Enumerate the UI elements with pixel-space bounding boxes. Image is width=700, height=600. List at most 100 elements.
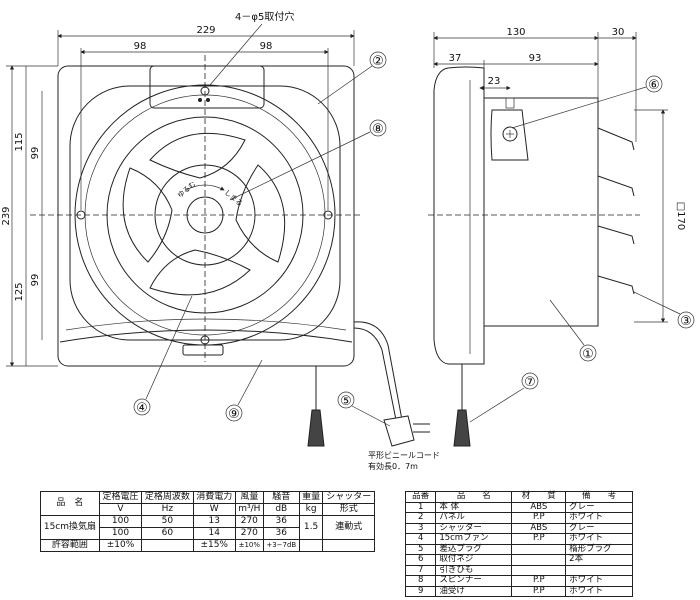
dim-depth-flange: 30 [612,27,625,38]
parts-cell: 油受け [435,585,513,597]
parts-cell: ABS [511,522,567,534]
spec-tol-weight [298,539,324,552]
callout-9: ⑨ [228,407,240,422]
dim-width-left: 98 [134,41,147,52]
parts-cell [511,543,567,555]
parts-cell: 本 体 [435,501,513,513]
spec-table: 品 名 定格電圧 定格周波数 消費電力 風量 騒音 重量 シャッター V Hz … [40,491,375,552]
fan-blades [122,132,286,296]
parts-cell: 8 [404,575,437,587]
svg-text:ゆるむ: ゆるむ [176,180,197,200]
dim-depth-rear: 93 [529,53,542,64]
dim-width-total: 229 [196,25,215,36]
plug [383,415,415,447]
parts-cell: P.P [511,575,567,587]
mount-screw [502,126,518,142]
parts-cell: 2 [404,512,437,524]
side-pull-knob [453,409,471,447]
parts-cell: 4 [404,533,437,545]
side-view: 130 30 37 93 23 □170 [428,27,686,447]
spec-cell: 36 [262,515,300,528]
cord-note-line1: 平形ビニールコード [368,451,440,460]
spec-cell: 100 [98,515,143,528]
parts-cell: 取付ネジ [435,554,513,566]
parts-header-remarks: 備 考 [565,491,633,503]
dim-inner-lower: 99 [30,274,41,287]
spec-cell: 270 [234,527,264,540]
parts-cell: 2本 [565,554,633,566]
parts-cell: ABS [511,501,567,513]
parts-cell [511,564,567,576]
callout-7: ⑦ [524,375,536,390]
dim-height-total: 239 [1,206,12,225]
parts-cell: 1 [404,501,437,513]
parts-cell: グレー [565,501,633,513]
callout-6: ⑥ [648,78,660,93]
dim-height-upper: 115 [14,132,25,151]
side-panel-profile [433,66,485,365]
dim-depth-front: 37 [449,53,462,64]
spec-cell: 13 [192,515,236,528]
front-view: ゆるむ しまる 229 98 98 4－φ5取付穴 239 115 [1,10,430,447]
callout-3: ③ [680,314,692,329]
callout-5: ⑤ [340,394,352,409]
spec-header-voltage: 定格電圧 [98,491,143,504]
parts-cell [511,554,567,566]
cord-note-line2: 有効長0．7m [368,461,418,471]
parts-cell: 引きひも [435,564,513,576]
parts-cell: P.P [511,533,567,545]
spec-header-shutter: シャッター [322,491,375,504]
callout-2: ② [372,54,384,69]
spec-header-flow: 風量 [234,491,264,504]
top-cover [149,65,265,109]
spec-unit-db: dB [262,503,300,516]
spec-cell: 50 [141,515,194,528]
parts-header-name: 品 名 [435,491,513,503]
dim-height-lower: 125 [14,282,25,301]
spec-tol-power: ±15% [192,539,236,552]
parts-cell: 5 [404,543,437,555]
parts-cell: 楕形プラグ [565,543,633,555]
parts-cell: パネル [435,512,513,524]
spec-unit-hz: Hz [141,503,194,516]
spec-unit-flow: m³/H [234,503,264,516]
spec-unit-type: 形式 [322,503,375,516]
oil-tray-edge [59,329,353,343]
parts-cell: ホワイト [565,575,633,587]
spec-cell: 270 [234,515,264,528]
spec-header-weight: 重量 [298,491,324,504]
pull-tab [182,344,224,356]
shutter-blades [597,127,635,295]
parts-cell: 6 [404,554,437,566]
parts-cell: グレー [565,522,633,534]
parts-header-material: 材 質 [511,491,567,503]
spec-header-frequency: 定格周波数 [141,491,194,504]
parts-cell: シャッター [435,522,513,534]
spec-header-noise: 騒音 [262,491,300,504]
side-body [483,97,599,327]
spec-tol-frequency [141,539,194,552]
dim-depth-total: 130 [506,27,525,38]
parts-cell [565,564,633,576]
spec-cell: 36 [262,527,300,540]
hole-note: 4－φ5取付穴 [235,10,294,23]
dim-inner-upper: 99 [30,147,41,160]
parts-cell: 15cmファン [435,533,513,545]
front-panel-outline [57,65,355,367]
parts-header-no: 品番 [404,491,437,503]
parts-cell: スピンナー [435,575,513,587]
spec-weight: 1.5 [298,515,324,540]
dim-offset: 23 [488,76,501,87]
spec-product-name: 15cm換気扇 [40,515,100,540]
spec-header-name: 品 名 [40,491,100,516]
spec-cell: 60 [141,527,194,540]
parts-cell: 差込プラグ [435,543,513,555]
spec-tol-shutter [322,539,375,552]
dim-shutter-size: □170 [675,202,686,231]
